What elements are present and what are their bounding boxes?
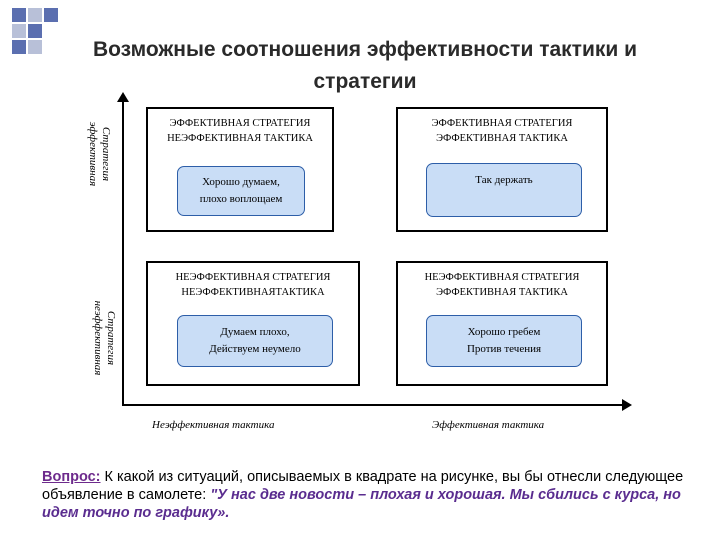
quadrant-bottom-left-tactic: НЕЭФФЕКТИВНАЯТАКТИКА <box>181 287 325 298</box>
corner-square-1 <box>12 8 26 22</box>
quadrant-top-left: ЭФФЕКТИВНАЯ СТРАТЕГИЯ НЕЭФФЕКТИВНАЯ ТАКТ… <box>146 107 334 232</box>
quadrant-bottom-left-strategy: НЕЭФФЕКТИВНАЯ СТРАТЕГИЯ <box>175 272 331 283</box>
question-text: К какой из ситуаций, описываемых в квадр… <box>42 469 684 503</box>
page-title: Возможные соотношения эффективности такт… <box>92 38 638 93</box>
quadrant-top-left-box: Хорошо думаем, плохо воплощаем <box>177 166 305 216</box>
y-axis-label-bottom-line2: неэффективная <box>92 300 104 376</box>
quadrant-bottom-right-strategy: НЕЭФФЕКТИВНАЯ СТРАТЕГИЯ <box>424 272 580 283</box>
quadrant-top-left-tactic: НЕЭФФЕКТИВНАЯ ТАКТИКА <box>167 133 313 144</box>
quadrant-top-left-box-line2: плохо воплощаем <box>199 193 283 205</box>
quadrant-top-right: ЭФФЕКТИВНАЯ СТРАТЕГИЯ ЭФФЕКТИВНАЯ ТАКТИК… <box>396 107 608 232</box>
quadrant-bottom-right-tactic: ЭФФЕКТИВНАЯ ТАКТИКА <box>436 287 568 298</box>
quadrant-top-right-box-line1: Так держать <box>475 174 533 186</box>
quadrant-bottom-right: НЕЭФФЕКТИВНАЯ СТРАТЕГИЯ ЭФФЕКТИВНАЯ ТАКТ… <box>396 261 608 386</box>
y-axis-label-bottom-line1: Стратегия <box>105 310 117 366</box>
corner-square-7 <box>28 40 42 54</box>
x-axis-label-left: Неэффективная тактика <box>152 419 275 431</box>
quadrant-top-left-box-line1: Хорошо думаем, <box>202 176 280 188</box>
quadrant-top-left-strategy: ЭФФЕКТИВНАЯ СТРАТЕГИЯ <box>169 118 311 129</box>
corner-square-2 <box>28 8 42 22</box>
question-label: Вопрос: <box>42 469 101 485</box>
y-axis-label-top-line2: эффективная <box>87 121 99 187</box>
corner-square-6 <box>12 40 26 54</box>
x-axis-arrow <box>622 399 632 411</box>
quadrant-bottom-right-box-line1: Хорошо гребем <box>467 326 541 338</box>
quadrant-bottom-right-box: Хорошо гребем Против течения <box>426 315 582 367</box>
corner-square-3 <box>44 8 58 22</box>
x-axis-line <box>122 404 622 406</box>
quadrant-top-right-tactic: ЭФФЕКТИВНАЯ ТАКТИКА <box>436 133 568 144</box>
question-quote: "У нас две новости – плохая и хорошая. М… <box>42 487 681 521</box>
question-block: Вопрос: К какой из ситуаций, описываемых… <box>42 468 692 522</box>
corner-square-5 <box>28 24 42 38</box>
y-axis-label-top-line1: Стратегия <box>100 126 112 182</box>
y-axis-arrow <box>117 92 129 102</box>
y-axis-label-top: Стратегия эффективная <box>84 114 112 194</box>
quadrant-bottom-left-box-line1: Думаем плохо, <box>220 326 290 338</box>
y-axis-line <box>122 100 124 405</box>
quadrant-top-right-box: Так держать <box>426 163 582 217</box>
quadrant-bottom-left-box: Думаем плохо, Действуем неумело <box>177 315 333 367</box>
corner-square-4 <box>12 24 26 38</box>
quadrant-bottom-left-box-line2: Действуем неумело <box>209 343 301 355</box>
y-axis-label-bottom: Стратегия неэффективная <box>89 293 117 383</box>
x-axis-label-right: Эффективная тактика <box>432 419 545 431</box>
quadrant-bottom-left: НЕЭФФЕКТИВНАЯ СТРАТЕГИЯ НЕЭФФЕКТИВНАЯТАК… <box>146 261 360 386</box>
quadrant-top-right-strategy: ЭФФЕКТИВНАЯ СТРАТЕГИЯ <box>431 118 573 129</box>
quadrant-bottom-right-box-line2: Против течения <box>466 343 542 355</box>
